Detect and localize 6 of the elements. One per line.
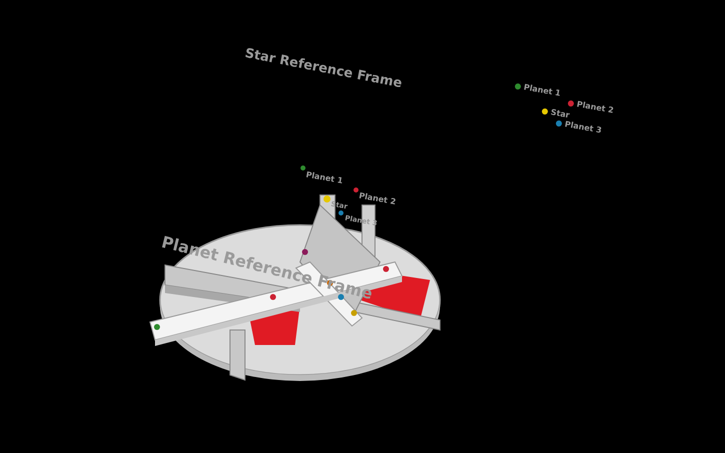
- legend-label: Planet 2: [576, 100, 614, 115]
- part-label: Planet 1: [305, 170, 344, 186]
- legend-label: Planet 3: [564, 120, 602, 135]
- legend-label: Star: [550, 108, 570, 120]
- part-label: Planet 2: [358, 191, 397, 206]
- legend-label: Planet 1: [523, 82, 562, 98]
